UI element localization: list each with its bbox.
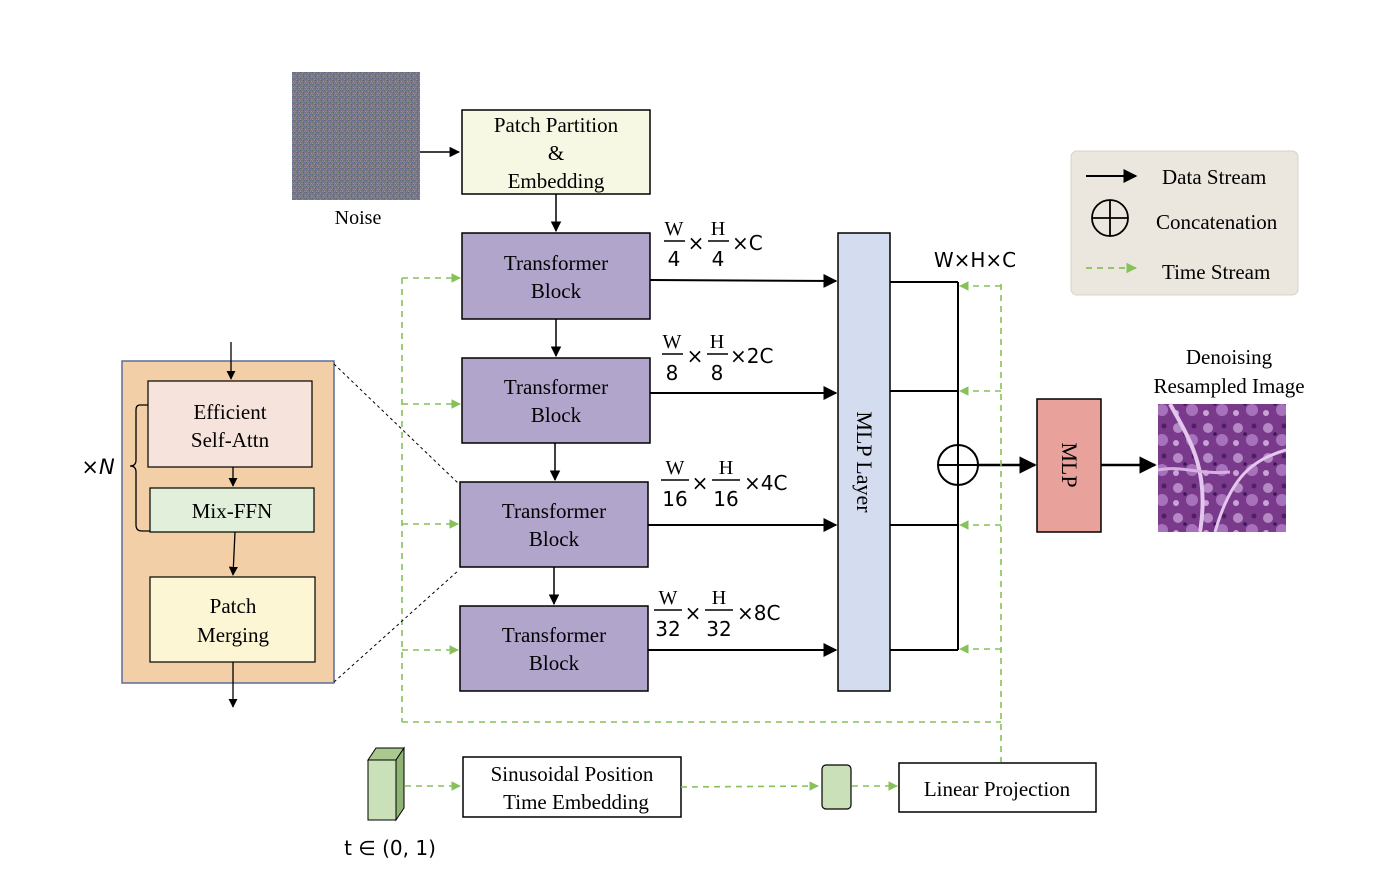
noise-label: Noise [335,207,382,229]
noise-image [292,72,420,200]
dim-label-4: W 32 × H 32 ×8C [654,587,780,641]
dim-4-times: × [685,601,702,625]
concat-dim-label: W×H×C [934,248,1016,272]
dim-4-h-num: H [712,587,726,609]
mlp-layer-label: MLP Layer [852,411,877,513]
transformer-block-3-line1: Transformer [502,499,606,523]
time-input-cube [367,746,405,822]
efficient-attn-box [147,380,313,468]
concatenation-icon [937,444,979,486]
dim-3-times: × [692,471,709,495]
zoom-connector-top [333,363,460,485]
legend-box [1070,150,1299,296]
legend-concatenation-label: Concatenation [1156,210,1278,234]
sinusoidal-box [462,756,682,818]
dim-4-w-den: 32 [655,617,680,641]
transformer-block-1-line1: Transformer [504,251,608,275]
repeat-label: ×N [81,455,115,479]
dim-3-suffix: ×4C [744,471,787,495]
dim-3-w-num: W [666,457,685,479]
dim-1-h-den: 4 [712,247,725,271]
dim-1-h-num: H [711,218,725,240]
dim-1-times: × [688,231,705,255]
transformer-block-2-line1: Transformer [504,375,608,399]
sinusoidal-line2: Time Embedding [503,790,649,814]
linear-projection-label: Linear Projection [924,777,1071,801]
zoom-connector-bottom [333,569,460,683]
transformer-block-3-line2: Block [529,527,580,551]
dim-label-2: W 8 × H 8 ×2C [662,331,773,385]
dim-2-times: × [687,344,704,368]
dim-label-1: W 4 × H 4 ×C [664,218,763,271]
mlp-label: MLP [1057,442,1082,487]
time-embedding-vector [821,764,852,810]
dim-3-h-num: H [719,457,733,479]
transformer-block-1 [461,232,651,320]
dim-2-h-num: H [710,331,724,353]
patch-merging-box [149,576,316,663]
dim-3-h-den: 16 [713,487,738,511]
dim-4-suffix: ×8C [737,601,780,625]
dim-2-suffix: ×2C [730,344,773,368]
legend-time-stream-label: Time Stream [1162,260,1270,284]
patch-partition-line2: & [548,141,564,165]
dim-1-w-num: W [665,218,684,240]
transformer-block-1-line2: Block [531,279,582,303]
time-stream-lines [401,278,1002,762]
dim-1-w-den: 4 [668,247,681,271]
dim-1-suffix: ×C [732,231,763,255]
legend-concatenation-icon [1091,199,1129,237]
patch-partition-line1: Patch Partition [494,113,619,137]
mlp-box [1036,398,1102,533]
patch-merging-line2: Merging [197,623,269,647]
dim-4-h-den: 32 [706,617,731,641]
transformer-block-4-line2: Block [529,651,580,675]
mix-ffn-label: Mix-FFN [192,499,273,523]
mlp-layer-box [837,232,891,692]
repeat-brace [129,404,150,532]
time-arrow-to-vector [680,781,819,791]
dim-2-w-num: W [663,331,682,353]
dim-label-3: W 16 × H 16 ×4C [661,457,787,511]
transformer-block-4 [459,605,649,692]
dim-2-w-den: 8 [666,361,679,385]
time-input-label: t ∈ (0, 1) [344,836,436,860]
output-label-line2: Resampled Image [1153,374,1304,398]
arrow-ffn-to-merging [228,531,238,576]
output-label-line1: Denoising [1186,345,1273,369]
dim-4-w-num: W [659,587,678,609]
dim-3-w-den: 16 [662,487,687,511]
patch-merging-line1: Patch [210,594,257,618]
legend-data-stream-label: Data Stream [1162,165,1266,189]
output-image [1157,403,1287,533]
patch-partition-line3: Embedding [508,169,605,193]
transformer-block-2 [461,357,651,444]
linear-projection-box [898,762,1097,813]
transformer-block-4-line1: Transformer [502,623,606,647]
efficient-attn-line2: Self-Attn [191,428,270,452]
mix-ffn-box [149,487,315,533]
transformer-block-3 [459,481,649,568]
arrow-block1-to-mlp-layer [649,273,838,288]
dim-2-h-den: 8 [711,361,724,385]
sinusoidal-line1: Sinusoidal Position [491,762,654,786]
efficient-attn-line1: Efficient [193,400,266,424]
transformer-block-2-line2: Block [531,403,582,427]
